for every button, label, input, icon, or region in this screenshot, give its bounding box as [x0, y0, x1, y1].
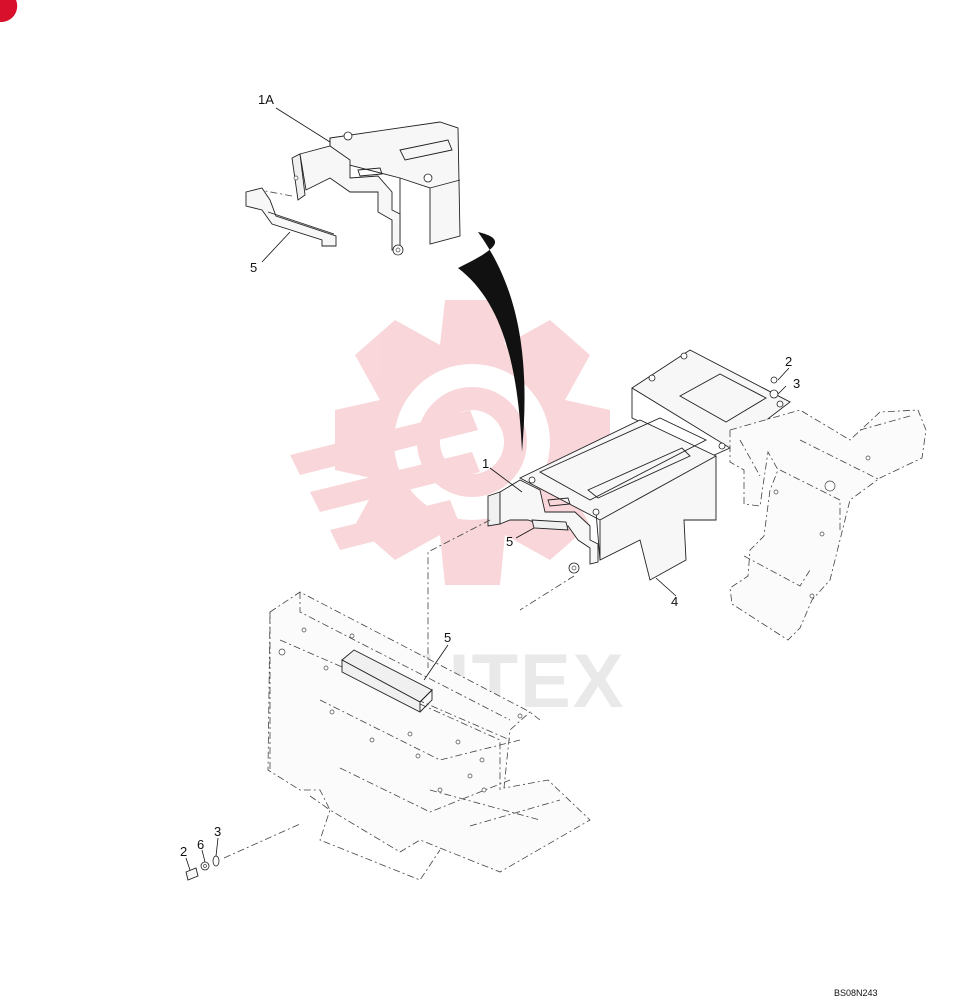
callout-5-mid: 5 [506, 534, 513, 549]
callout-2-left: 2 [180, 844, 187, 859]
main-cover-assembly [487, 349, 791, 581]
lower-frame [267, 591, 591, 881]
callout-4: 4 [671, 594, 678, 609]
callout-5-lower: 5 [444, 630, 451, 645]
leader-lines [185, 107, 790, 871]
callout-5-top: 5 [250, 260, 257, 275]
callout-1: 1 [482, 456, 489, 471]
detail-view-top [245, 121, 461, 256]
callout-labels: 1A 5 1 2 3 5 4 5 2 6 3 [180, 92, 800, 859]
rubber-strip [341, 649, 433, 713]
hardware-set [185, 855, 220, 881]
callout-1A: 1A [258, 92, 274, 107]
corner-badge-icon [0, 0, 18, 23]
callout-3-left: 3 [214, 824, 221, 839]
right-frame [729, 409, 927, 641]
reference-code: BS08N243 [834, 988, 878, 998]
direction-arrow-icon [458, 232, 525, 452]
assembly-lines [223, 439, 761, 859]
callout-3-right: 3 [793, 376, 800, 391]
callout-2-right: 2 [785, 354, 792, 369]
callout-6: 6 [197, 837, 204, 852]
watermark-gear-logo [290, 300, 610, 585]
